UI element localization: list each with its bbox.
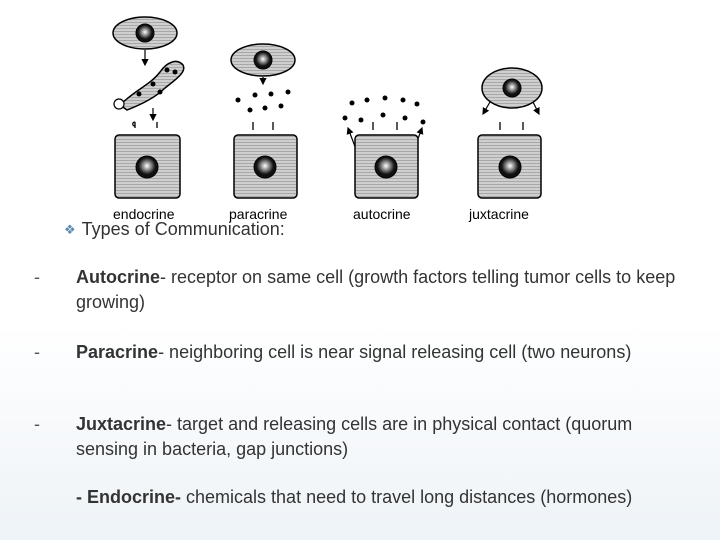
dash-marker: - xyxy=(34,265,40,290)
section-heading: ❖ Types of Communication: xyxy=(64,219,285,240)
term-paracrine: Paracrine xyxy=(76,342,158,362)
heading-text: Types of Communication: xyxy=(82,219,285,240)
list-item-juxtacrine: - Juxtacrine- target and releasing cells… xyxy=(34,412,684,462)
list-item-autocrine: - Autocrine- receptor on same cell (grow… xyxy=(34,265,684,315)
diagram-svg xyxy=(105,10,550,215)
term-endocrine: - Endocrine- xyxy=(76,487,181,507)
caption-juxtacrine: juxtacrine xyxy=(469,206,529,222)
caption-autocrine: autocrine xyxy=(353,206,411,222)
desc-paracrine: - neighboring cell is near signal releas… xyxy=(158,342,631,362)
bullet-icon: ❖ xyxy=(64,222,76,238)
dash-marker: - xyxy=(34,412,40,437)
desc-endocrine: chemicals that need to travel long dista… xyxy=(181,487,632,507)
desc-autocrine: - receptor on same cell (growth factors … xyxy=(76,267,675,312)
cell-signaling-diagram: endocrine paracrine autocrine juxtacrine xyxy=(105,10,550,215)
dash-marker: - xyxy=(34,340,40,365)
list-item-paracrine: - Paracrine- neighboring cell is near si… xyxy=(34,340,684,365)
term-autocrine: Autocrine xyxy=(76,267,160,287)
list-item-endocrine: - Endocrine- chemicals that need to trav… xyxy=(34,485,684,510)
term-juxtacrine: Juxtacrine xyxy=(76,414,166,434)
